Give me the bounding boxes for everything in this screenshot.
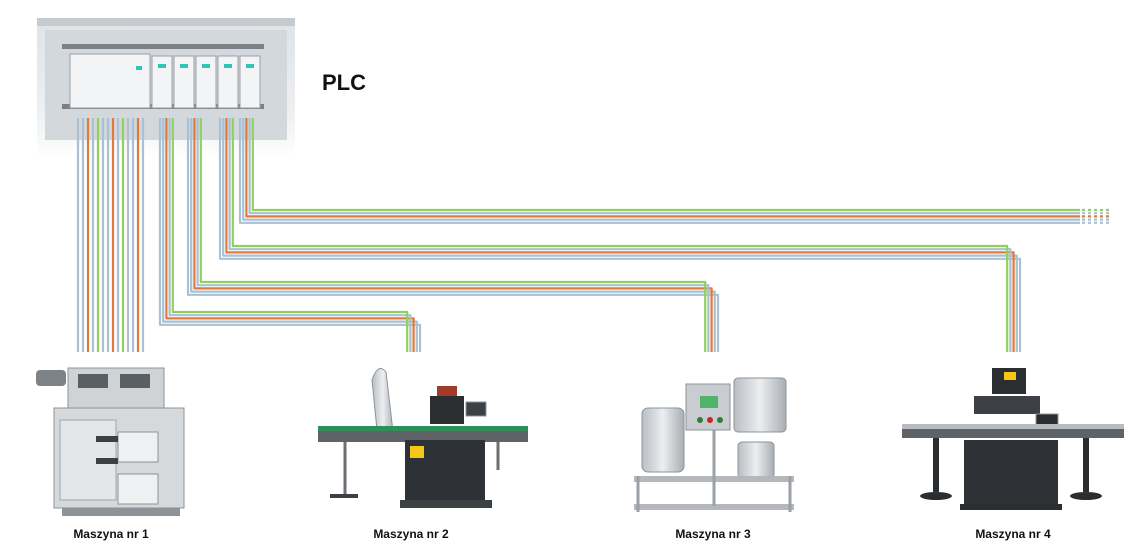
- wire-machine-3: [199, 118, 707, 352]
- wire-machine-2: [162, 118, 418, 352]
- wire-machine-2: [165, 118, 415, 352]
- machine-3-label: Maszyna nr 3: [675, 527, 751, 541]
- wire-machine-4: [225, 118, 1015, 352]
- machine-4-label: Maszyna nr 4: [975, 527, 1051, 541]
- plc-modules: [69, 53, 261, 109]
- wire-extension: [248, 118, 1080, 215]
- plc-label: PLC: [322, 70, 366, 95]
- wire-machine-4: [218, 118, 1022, 352]
- wire-extension: [245, 118, 1080, 218]
- wire-machine-2: [158, 118, 422, 352]
- machine-3-illustration: [634, 377, 794, 512]
- wire-bundles: [76, 118, 1112, 352]
- wire-machine-3: [186, 118, 720, 352]
- machine-2-illustration: [318, 367, 528, 508]
- wire-machine-3: [190, 118, 716, 352]
- wire-machine-4: [228, 118, 1012, 352]
- wire-extension: [251, 118, 1080, 212]
- machine-1-label: Maszyna nr 1: [73, 527, 149, 541]
- wire-extension: [242, 118, 1080, 221]
- machine-4-illustration: [902, 368, 1124, 510]
- wire-machine-2: [168, 118, 412, 352]
- wire-machine-3: [196, 118, 710, 352]
- machine-1-illustration: [36, 367, 185, 516]
- wire-machine-3: [193, 118, 713, 352]
- wire-machine-2: [171, 118, 409, 352]
- machine-2-label: Maszyna nr 2: [373, 527, 449, 541]
- wire-extension: [238, 118, 1080, 224]
- wire-machine-4: [231, 118, 1009, 352]
- wire-machine-4: [222, 118, 1018, 352]
